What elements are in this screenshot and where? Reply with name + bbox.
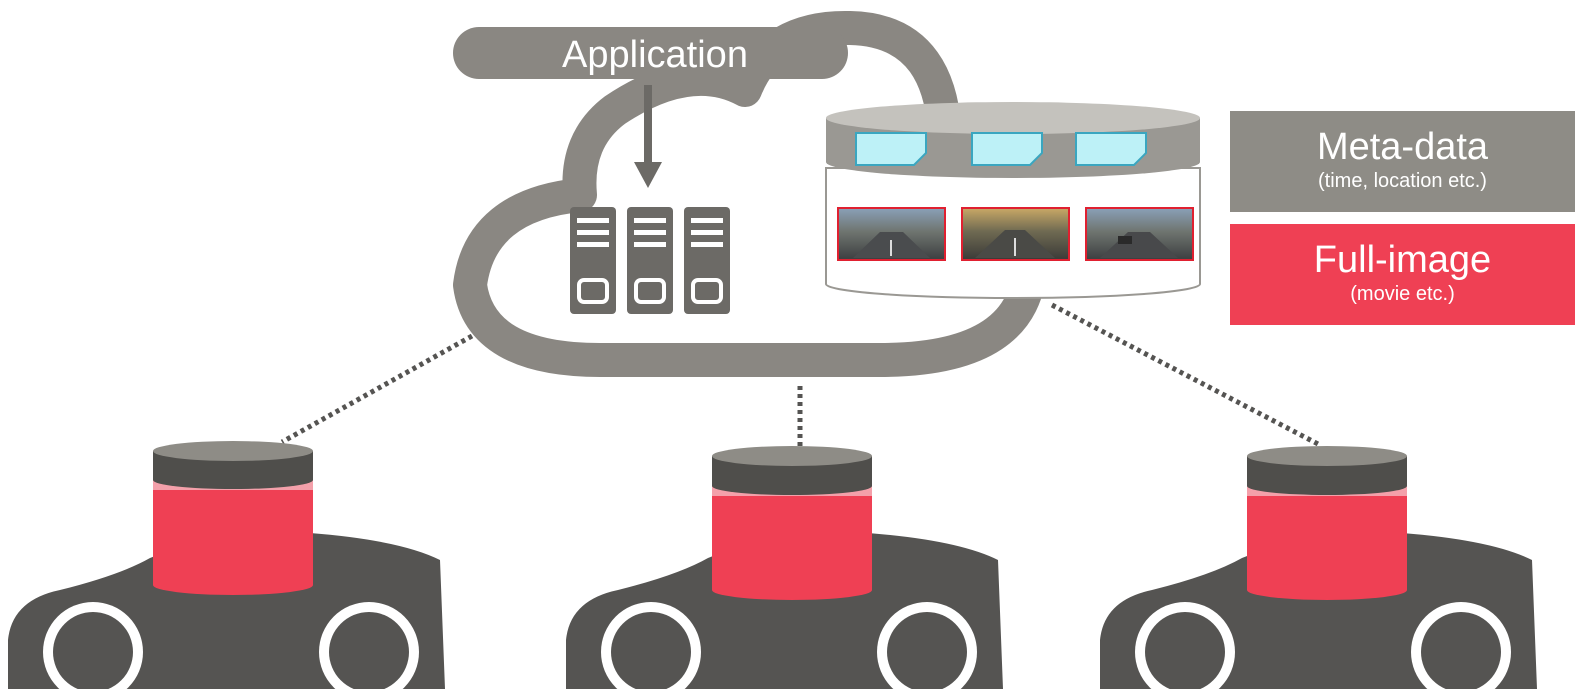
document-icon	[1075, 132, 1147, 166]
server-icon	[570, 207, 616, 314]
arrow-down-icon	[634, 85, 662, 188]
server-icon	[684, 207, 730, 314]
car-icon	[566, 531, 1003, 689]
server-group	[570, 207, 730, 314]
legend-fullimage-subtitle: (movie etc.)	[1350, 283, 1455, 305]
legend-metadata-subtitle: (time, location etc.)	[1318, 170, 1487, 192]
vehicle-center	[566, 446, 1003, 689]
database-icon	[712, 446, 872, 600]
vehicle-left	[8, 441, 445, 689]
document-icon	[855, 132, 927, 166]
database-icon	[153, 441, 313, 595]
server-icon	[627, 207, 673, 314]
photo-icon	[1085, 207, 1194, 261]
legend-fullimage: Full-image (movie etc.)	[1230, 224, 1575, 325]
photo-icon	[837, 207, 946, 261]
link-right	[1050, 302, 1320, 447]
photo-icon	[961, 207, 1070, 261]
database-icon	[825, 102, 1201, 299]
car-icon	[8, 531, 445, 689]
link-left	[280, 333, 474, 445]
network-links	[280, 302, 1320, 447]
database-icon	[1247, 446, 1407, 600]
application-label: Application	[562, 34, 748, 76]
application-pill	[453, 27, 848, 79]
legend-metadata-title: Meta-data	[1316, 126, 1489, 168]
document-icon	[971, 132, 1043, 166]
car-icon	[1100, 531, 1537, 689]
legend-metadata: Meta-data (time, location etc.)	[1230, 111, 1575, 212]
vehicle-right	[1100, 446, 1537, 689]
legend-fullimage-title: Full-image	[1313, 239, 1492, 281]
